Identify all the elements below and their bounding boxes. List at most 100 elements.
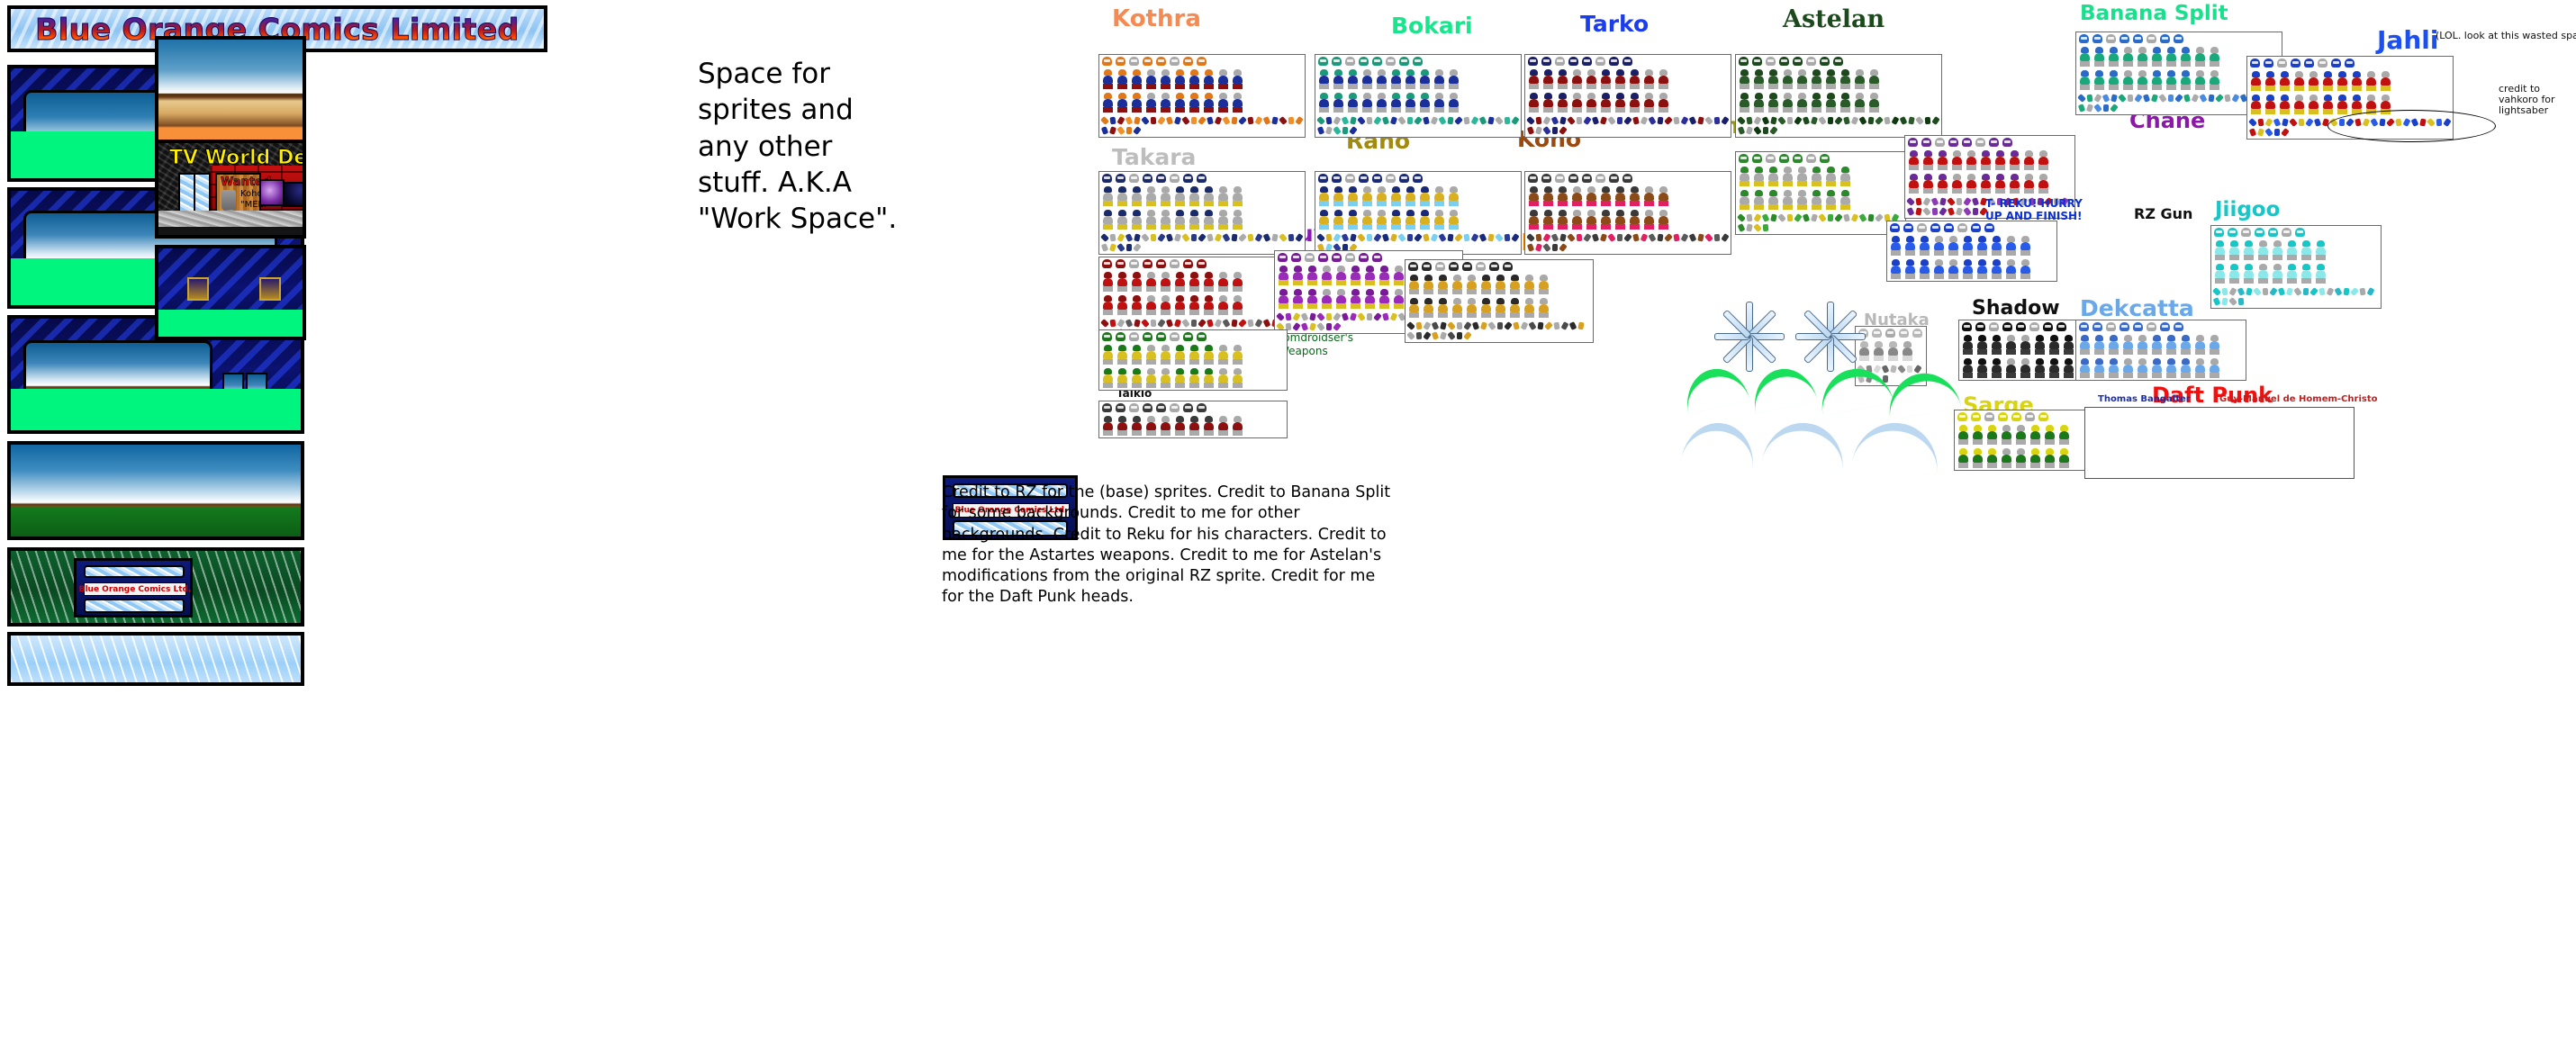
sprite-head [2295,228,2305,237]
sprite-part [2158,94,2167,103]
sprite-part [1134,116,1141,125]
sprite-part [1616,233,1623,242]
sprite-head [1102,259,1112,268]
sprite-figure [1333,93,1344,113]
sprite-part [1843,213,1850,222]
sprite-figure [1480,275,1492,294]
sprite-part [1478,233,1487,242]
sprite-part [1884,116,1891,125]
sprite-figure [1347,69,1359,89]
sprite-figure [1528,69,1540,89]
sprite-figure [1767,93,1779,113]
sprite-figure [1217,368,1229,388]
sprite-part [1141,233,1150,242]
sprite-part [1897,365,1906,374]
sprite-head [1197,57,1207,66]
sprite-figure [1904,236,1916,256]
sprite-figure [2165,47,2177,67]
sprite-figure [1739,190,1750,210]
sprite-part [1238,319,1247,328]
sprite-part [1947,197,1956,206]
sprite-part [1316,233,1325,242]
sprite-head [1102,174,1112,183]
sprite-figure [1739,93,1750,113]
sprite-figure [1335,266,1347,285]
sprite-part [1761,213,1770,222]
sprite-part [1511,116,1520,125]
sprite-figure [1811,69,1822,89]
sprite-part [2273,128,2281,137]
sprite-figure [2058,448,2070,468]
sprite-figure [1796,190,1808,210]
sprite-head [2120,34,2129,43]
character-name-bokari: Bokari [1391,13,1473,39]
sprite-figure [2137,70,2148,90]
sprite-head [2147,34,2156,43]
sprite-part [1794,213,1803,222]
sprite-part [1463,116,1470,125]
sprite-part [1100,243,1109,252]
sprite-row [1406,273,1593,296]
sprite-figure [1423,298,1434,318]
sprite-figure [1753,190,1765,210]
sprite-part [1447,116,1454,125]
background-panel-rain [7,632,304,686]
sprite-figure [1858,341,1870,361]
sprite-figure [1767,69,1779,89]
sprite-head [1116,332,1125,341]
main-mask-bracket [2327,110,2496,142]
sprite-part [1125,243,1133,252]
sprite-figure [1102,368,1114,388]
sprite-part [1956,197,1963,206]
sprite-figure [1145,295,1157,315]
sprite-figure [2194,335,2206,355]
sprite-figure [1991,358,2002,378]
sprite-figure [1796,167,1808,186]
sprite-part [1607,116,1616,125]
sprite-figure [1306,289,1318,309]
sprite-row [1736,165,1905,188]
curved-blade-icon [1851,417,1944,475]
sprite-figure [1174,368,1186,388]
sprite-head [1422,262,1432,271]
sprite-part [1349,312,1358,321]
sprite-head [1399,57,1409,66]
sprite-head [1156,259,1166,268]
sprite-part [1906,207,1915,216]
sprite-figure [2034,335,2046,355]
sprite-head [2147,322,2156,331]
sprite-figure [1131,272,1143,292]
sprite-part [1414,116,1423,125]
sprite-part [1544,321,1553,330]
sprite-head-row [1099,401,1287,414]
sprite-head [1305,253,1315,262]
sprite-part [1673,116,1680,125]
sprite-row [1099,343,1287,366]
sprite-part [1526,243,1535,252]
sprite-row [1099,414,1287,437]
sprite-figure [1991,335,2002,355]
sprite-figure [2250,71,2262,91]
sprite-part [1753,116,1762,125]
sprite-part [1777,213,1786,222]
floor [11,389,301,430]
sprite-figure [1908,150,1920,170]
sprite-head-row [1406,260,1593,273]
sprite-part [1271,116,1279,125]
sprite-head [1622,57,1632,66]
sprite-part [2142,94,2151,103]
sprite-figure [1933,259,1945,279]
sprite-part [1567,233,1576,242]
sprite-head [1129,57,1139,66]
sprite-figure [1361,186,1373,206]
sprite-part [1100,126,1109,135]
sprite-part [1737,223,1746,232]
sprite-part [1198,233,1207,242]
sprite-figure [1495,275,1506,294]
sprite-figure [1782,69,1794,89]
sprite-part [1262,233,1271,242]
sprite-head [1541,174,1551,183]
sprite-head [1568,57,1578,66]
sprite-parts-row [1736,212,1905,234]
sprite-part [1231,233,1238,242]
